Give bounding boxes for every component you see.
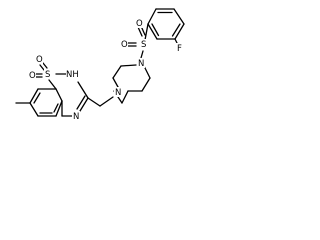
atom-sulfur-ring: S (45, 70, 50, 80)
atom-fluorine: F (177, 44, 182, 54)
atom-nitrogen-piperazine-bottom: N (115, 88, 121, 98)
methylene-linker (87, 96, 114, 107)
molecule-canvas: F O S O N N O S O NH N (0, 0, 192, 155)
atom-oxygen-ring-left: O (29, 71, 36, 81)
atom-sulfur-sulfonyl: S (141, 40, 146, 50)
benzo-ring (15, 88, 63, 117)
thiadiazine-ring (35, 62, 89, 117)
atom-nitrogen-piperazine-top: N (138, 59, 144, 69)
atom-oxygen-ring-top: O (36, 55, 43, 65)
atom-oxygen-sulfonyl-top: O (136, 19, 143, 29)
atom-oxygen-sulfonyl-left: O (121, 40, 128, 50)
aryl-sulfonyl-group (127, 23, 149, 59)
atom-nitrogen-ring: N (73, 112, 79, 122)
atom-nh-ring: NH (66, 70, 79, 80)
molecule-structure: F O S O N N O S O NH N (15, 8, 185, 122)
fluorophenyl-ring (147, 8, 185, 46)
